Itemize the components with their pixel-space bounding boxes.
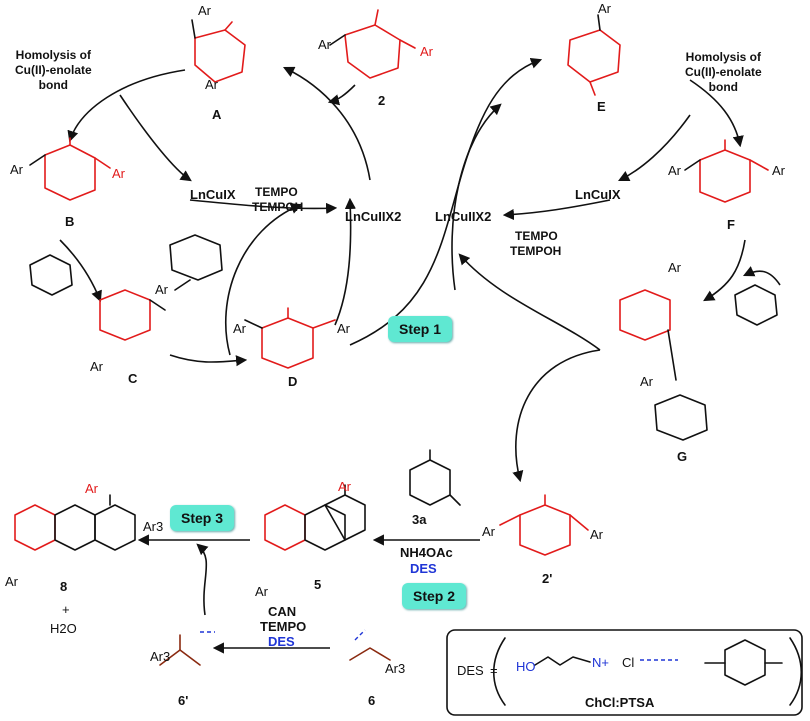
compound-label-8: 8	[60, 579, 68, 594]
cycle-arrow-tempo-left	[189, 199, 338, 214]
reagent-nh4oac: NH4OAc	[400, 545, 453, 560]
compound-F-structure	[684, 139, 769, 203]
ar-label: Ar	[668, 260, 681, 275]
compound-6p-structure	[159, 634, 201, 666]
ar-label: Ar	[112, 166, 125, 181]
compound-label-G: G	[677, 449, 688, 464]
compound-label-3a: 3a	[412, 512, 427, 527]
cycle-arrow-homolysis-right	[617, 114, 691, 182]
reagent-des-bottom: DES	[268, 634, 295, 649]
ar-label: Ar	[233, 321, 246, 336]
compound-2-structure	[329, 9, 416, 79]
cycle-arrow-tempo-right	[502, 199, 611, 221]
cycle-arrow-G-to-2p	[512, 349, 601, 483]
ar-label: Ar	[640, 374, 653, 389]
reagent-des-step2: DES	[410, 561, 437, 576]
arrow-6p-to-step3	[196, 543, 209, 616]
ar-label: Ar	[598, 1, 611, 16]
tempo-label-left: TEMPO	[255, 185, 298, 199]
compound-A-structure	[191, 19, 246, 83]
cycle-arrow-G-to-CuII	[458, 253, 601, 351]
chloride-label: Cl	[622, 655, 635, 670]
reagent-tempo-bottom: TEMPO	[260, 619, 307, 634]
compound-B-structure	[29, 137, 111, 201]
compound-label-B: B	[65, 214, 75, 229]
cycle-arrow-D-to-CuII	[334, 197, 356, 326]
cycle-arrow-up-left	[224, 203, 303, 356]
step2-badge: Step 2	[402, 583, 466, 609]
compound-label-2p: 2'	[542, 571, 553, 586]
compound-label-6p: 6'	[178, 693, 189, 708]
ho-label: HO	[516, 659, 536, 674]
compound-label-2: 2	[378, 93, 386, 108]
ammonium-label: N+	[592, 655, 609, 670]
compound-D-structure	[244, 307, 336, 369]
cu1-label-right: LnCuIX	[575, 187, 621, 202]
reagent-can: CAN	[268, 604, 297, 619]
compound-label-6: 6	[368, 693, 376, 708]
ar-label: Ar	[155, 282, 168, 297]
tempoh-label-right: TEMPOH	[510, 244, 562, 258]
cu2-label-right: LnCuIIX2	[435, 209, 492, 224]
water-label: H2O	[50, 621, 77, 636]
cu2-label-center: LnCuIIX2	[345, 209, 402, 224]
compound-2p-structure	[499, 494, 589, 556]
tempoh-label-left: TEMPOH	[252, 200, 304, 214]
compound-5-structure	[264, 484, 366, 551]
homolysis-label-left: Homolysis of Cu(II)-enolate bond	[15, 48, 92, 92]
cycle-arrow-A-to-B	[67, 69, 186, 143]
cycle-arrow-CuII-to-A	[282, 66, 371, 181]
tempo-label-right: TEMPO	[515, 229, 558, 243]
ar3-label: Ar3	[150, 649, 171, 664]
ar-label: Ar	[90, 359, 103, 374]
ar-label: Ar	[10, 162, 23, 177]
compound-label-F: F	[727, 217, 735, 232]
cycle-arrow-F-to-G	[703, 239, 746, 302]
compound-C-structure	[99, 234, 223, 341]
compound-label-D: D	[288, 374, 298, 389]
cycle-arrow-homolysis-left	[119, 94, 192, 182]
cycle-arrow-E-to-F	[689, 79, 744, 148]
ar-label: Ar	[255, 584, 268, 599]
ar-label: Ar	[5, 574, 18, 589]
cycle-arrow-2-to-cycle	[327, 84, 356, 106]
ar-label: Ar	[337, 321, 350, 336]
step3-badge: Step 3	[170, 505, 234, 531]
ar-label: Ar	[338, 479, 351, 494]
cycle-arrow-tempo-nitroxide-right	[742, 266, 781, 286]
compound-label-5: 5	[314, 577, 322, 592]
ar-label: Ar	[420, 44, 433, 59]
compound-label-E: E	[597, 99, 606, 114]
des-definition-label: DES	[457, 663, 484, 678]
ar-label: Ar	[772, 163, 785, 178]
ar-label: Ar	[590, 527, 603, 542]
ar-label: Ar	[482, 524, 495, 539]
tempo-radical-left-structure	[29, 254, 73, 296]
ar-label: Ar	[85, 481, 98, 496]
compound-8-structure	[14, 494, 136, 551]
cycle-arrow-C-to-D	[169, 354, 248, 367]
cu1-label-left: LnCuIX	[190, 187, 236, 202]
compound-label-C: C	[128, 371, 138, 386]
compound-E-structure	[567, 14, 621, 96]
cycle-arrow-B-to-C	[59, 239, 102, 303]
compound-3a-structure	[409, 449, 461, 506]
chcl-ptsa-label: ChCl:PTSA	[585, 695, 655, 710]
ar3-label: Ar3	[385, 661, 406, 676]
ar-label: Ar	[205, 77, 218, 92]
step1-badge: Step 1	[388, 316, 452, 342]
homolysis-label-right: Homolysis of Cu(II)-enolate bond	[685, 50, 762, 94]
ar-label: Ar	[318, 37, 331, 52]
plus-sign: +	[62, 602, 70, 617]
cycle-arrow-up-right	[451, 103, 502, 291]
compound-6-structure	[349, 629, 391, 661]
ar-label: Ar	[668, 163, 681, 178]
equals-sign: =	[490, 663, 498, 678]
tempo-radical-right-structure	[734, 284, 778, 326]
compound-label-A: A	[212, 107, 222, 122]
compound-G-structure	[619, 289, 708, 441]
ar3-label: Ar3	[143, 519, 164, 534]
ar-label: Ar	[198, 3, 211, 18]
